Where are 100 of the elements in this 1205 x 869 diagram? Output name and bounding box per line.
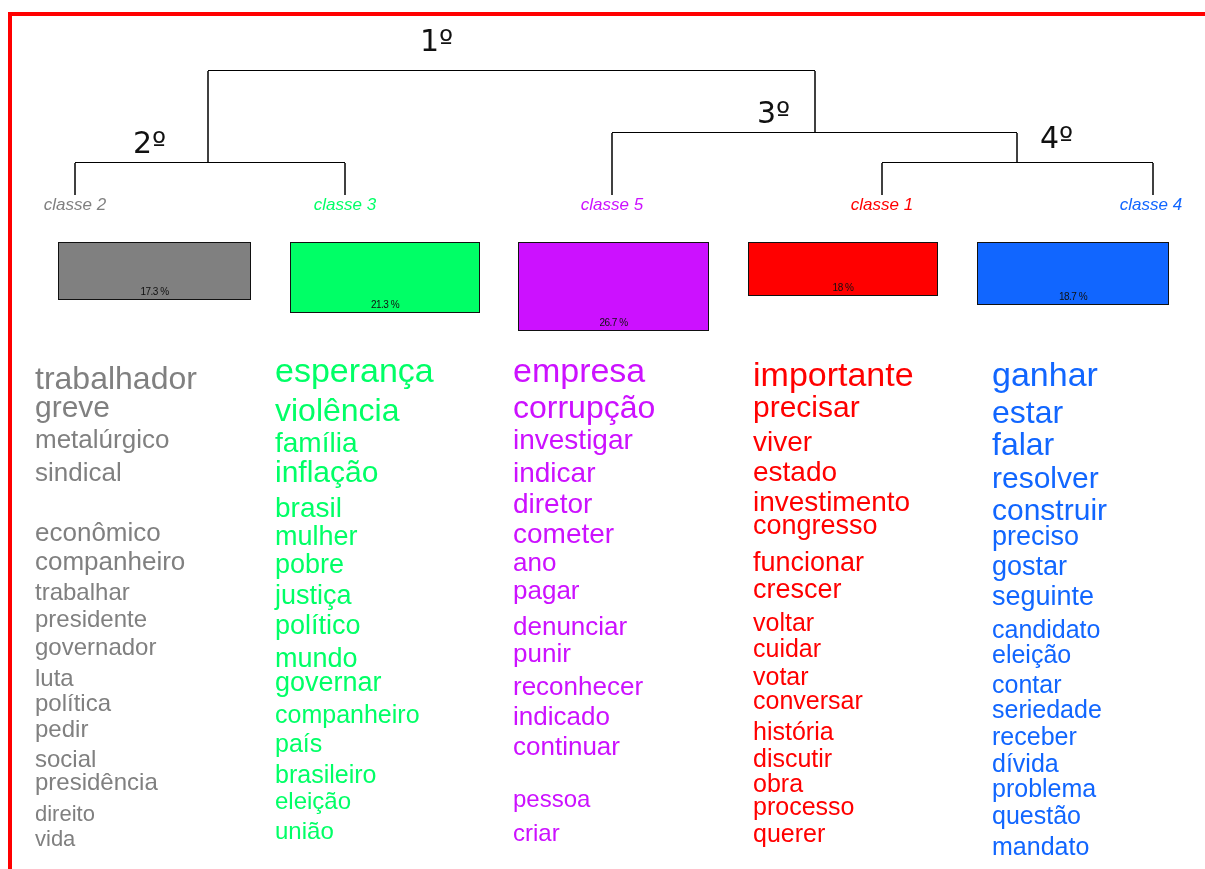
class-word: brasileiro [275, 762, 377, 788]
class-word: companheiro [35, 547, 186, 574]
percentage-label: 21.3 % [369, 299, 401, 310]
class-word: cometer [513, 519, 615, 548]
split-rank-label: 2º [133, 128, 167, 158]
class-word: seriedade [992, 697, 1102, 723]
class-word: continuar [513, 732, 620, 759]
class-percentage-bar [290, 242, 480, 313]
class-label: classe 3 [290, 195, 400, 215]
class-percentage-bar [748, 242, 938, 296]
split-rank-label: 3º [757, 98, 791, 128]
class-word: indicado [513, 702, 610, 729]
class-word: resolver [992, 462, 1099, 493]
class-word: voltar [753, 610, 815, 636]
class-word: funcionar [753, 549, 865, 577]
percentage-label: 17.3 % [139, 286, 170, 297]
class-percentage-bar [518, 242, 709, 331]
class-word: criar [513, 820, 560, 845]
class-word: problema [992, 776, 1097, 802]
class-word: preciso [992, 523, 1080, 551]
dendrogram-line [881, 162, 883, 196]
class-word: político [275, 612, 361, 640]
class-label: classe 1 [827, 195, 937, 215]
class-word: pedir [35, 716, 89, 741]
class-word: querer [753, 821, 826, 847]
class-word: viver [753, 427, 813, 456]
class-word: pessoa [513, 786, 591, 811]
class-label: classe 4 [1098, 195, 1204, 215]
class-word: investigar [513, 425, 633, 454]
split-rank-label: 1º [420, 26, 454, 56]
class-word: justiça [275, 582, 352, 610]
class-word: pobre [275, 551, 345, 579]
class-word: eleição [992, 642, 1072, 668]
class-word: ganhar [992, 357, 1098, 392]
dendrogram-line [74, 162, 76, 196]
class-word: luta [35, 665, 74, 690]
class-word: política [35, 690, 112, 715]
class-word: união [275, 818, 334, 843]
class-word: mandato [992, 834, 1090, 860]
dendrogram-line [207, 70, 209, 164]
dendrogram-line [344, 162, 346, 196]
class-percentage-bar [58, 242, 251, 300]
class-word: econômico [35, 518, 161, 545]
class-word: sindical [35, 458, 122, 485]
class-word: conversar [753, 688, 863, 714]
class-word: contar [992, 672, 1062, 698]
class-word: discutir [753, 746, 833, 772]
class-word: denunciar [513, 612, 628, 639]
class-word: estar [992, 396, 1064, 429]
class-word: punir [513, 639, 571, 666]
percentage-label: 18.7 % [1057, 291, 1089, 302]
class-word: corrupção [513, 391, 656, 424]
split-rank-label: 4º [1040, 123, 1074, 153]
class-word: dívida [992, 751, 1059, 777]
class-word: reconhecer [513, 672, 644, 699]
class-word: brasil [275, 493, 342, 522]
class-word: direito [35, 802, 95, 825]
percentage-label: 18 % [831, 282, 855, 293]
class-word: votar [753, 664, 809, 690]
class-word: inflação [275, 456, 379, 487]
class-word: indicar [513, 458, 596, 487]
class-label: classe 5 [557, 195, 667, 215]
class-word: falar [992, 428, 1055, 461]
class-word: processo [753, 794, 855, 820]
class-word: construir [992, 494, 1108, 525]
class-word: seguinte [992, 583, 1095, 611]
class-word: estado [753, 457, 838, 486]
class-word: governador [35, 634, 157, 659]
class-word: família [275, 428, 358, 457]
class-word: questão [992, 803, 1081, 829]
class-word: presidência [35, 769, 158, 794]
class-word: eleição [275, 788, 352, 813]
class-label: classe 2 [20, 195, 130, 215]
class-word: vida [35, 827, 76, 850]
class-word: pagar [513, 576, 580, 603]
class-word: candidato [992, 617, 1101, 643]
dendrogram-line [814, 70, 816, 134]
class-word: obra [753, 771, 804, 797]
percentage-label: 26.7 % [598, 317, 629, 328]
dendrogram-line [1152, 162, 1154, 196]
class-percentage-bar [977, 242, 1169, 305]
class-word: social [35, 746, 97, 771]
class-word: presidente [35, 606, 148, 631]
class-word: mulher [275, 523, 358, 551]
class-word: ano [513, 548, 557, 575]
class-word: cuidar [753, 636, 822, 662]
class-word: importante [753, 357, 914, 392]
class-word: esperança [275, 353, 434, 388]
class-word: país [275, 731, 323, 757]
class-word: violência [275, 394, 400, 427]
class-word: gostar [992, 553, 1068, 581]
class-word: empresa [513, 353, 646, 388]
class-word: metalúrgico [35, 425, 170, 452]
class-word: trabalhar [35, 579, 130, 604]
class-word: crescer [753, 576, 842, 604]
class-word: história [753, 719, 834, 745]
dendrogram-line [1016, 132, 1018, 164]
class-word: companheiro [275, 702, 420, 728]
class-word: receber [992, 724, 1077, 750]
dendrogram-line [611, 132, 613, 196]
